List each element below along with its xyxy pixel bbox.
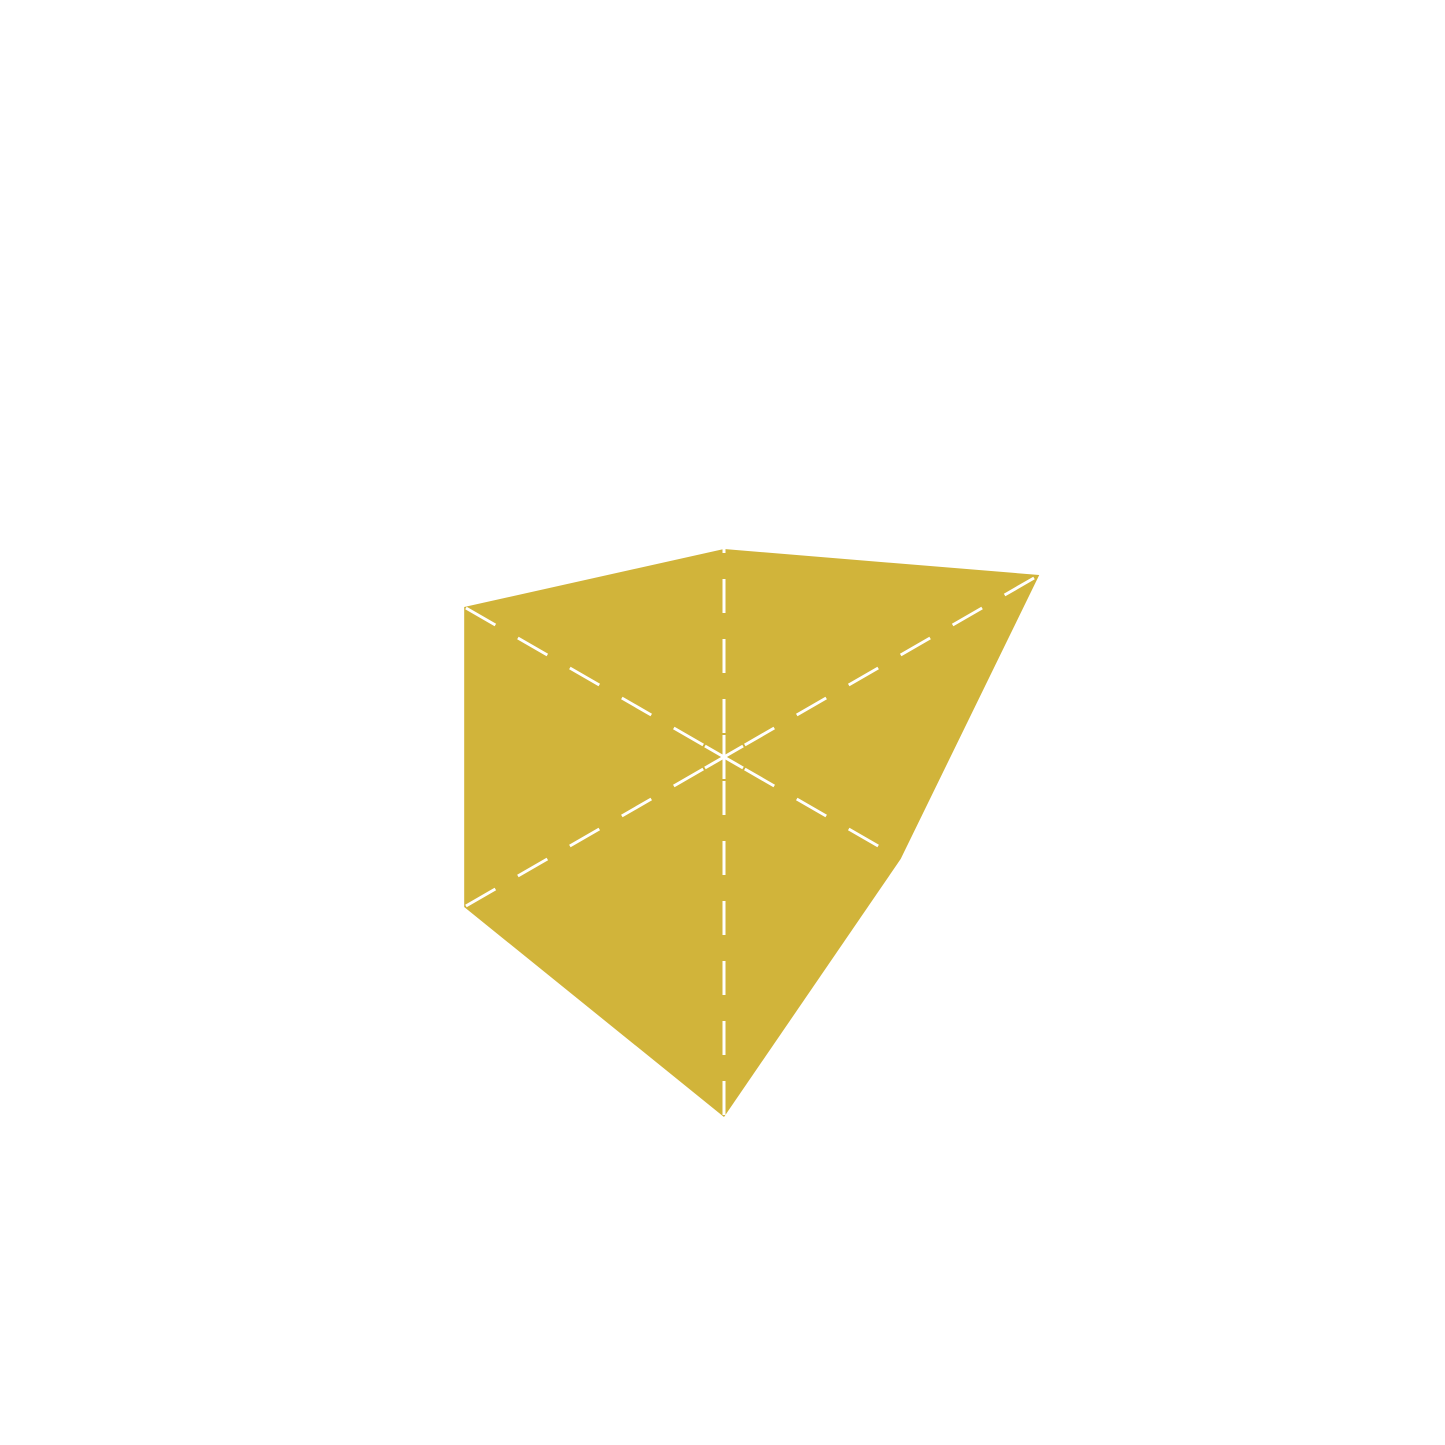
radar-series-area	[464, 549, 1040, 1117]
radar-axis-line	[463, 605, 725, 759]
center-spoke	[723, 744, 744, 759]
radar-axis-line	[463, 755, 725, 909]
center-spoke	[704, 755, 725, 770]
center-spoke	[704, 744, 725, 759]
radar-center-marker	[704, 735, 744, 779]
radar-axis-line	[723, 755, 902, 861]
center-spoke	[723, 755, 744, 770]
radar-axes	[463, 549, 1040, 1117]
